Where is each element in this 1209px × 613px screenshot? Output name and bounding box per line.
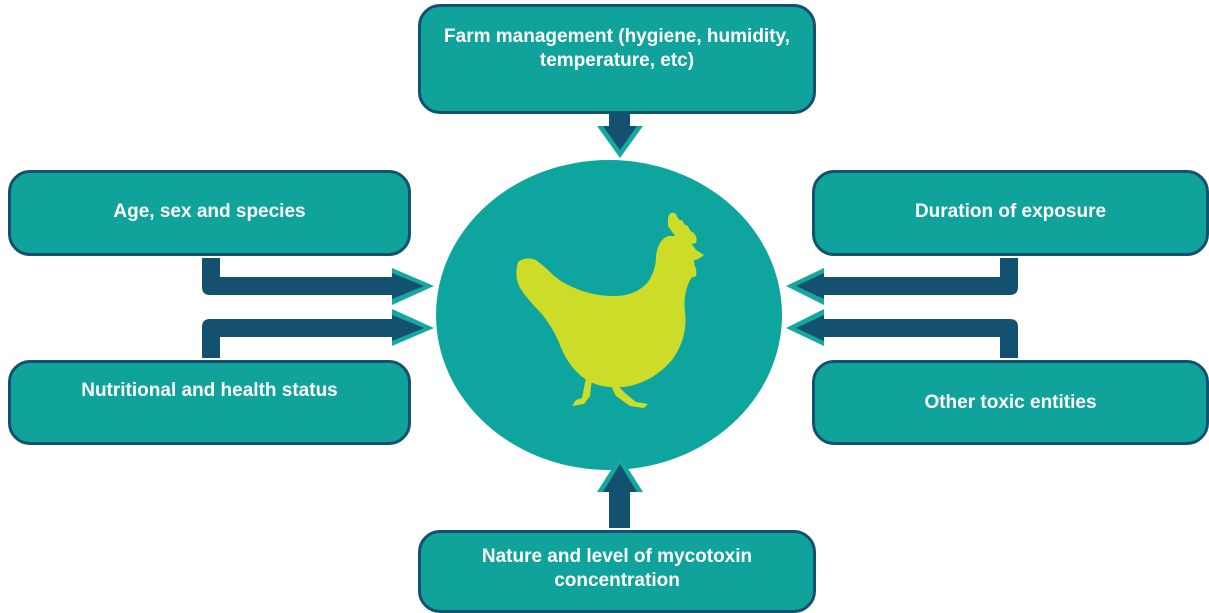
arrow-bottom [597, 456, 643, 528]
factor-box-age-sex-species: Age, sex and species [8, 170, 411, 256]
factor-label-mycotoxin: Nature and level of mycotoxin concentrat… [481, 546, 753, 591]
factor-label-farm-management: Farm management (hygiene, humidity, temp… [444, 26, 790, 71]
factor-label-nutritional-health: Nutritional and health status [81, 380, 338, 401]
factor-box-farm-management: Farm management (hygiene, humidity, temp… [418, 4, 816, 114]
factor-box-other-toxic: Other toxic entities [812, 360, 1209, 445]
arrow-lower-left [202, 309, 434, 358]
factor-label-age-sex-species: Age, sex and species [113, 201, 306, 222]
factor-box-nutritional-health: Nutritional and health status [8, 360, 411, 445]
arrow-upper-left [202, 258, 434, 305]
factor-box-duration-exposure: Duration of exposure [812, 170, 1209, 256]
factor-label-other-toxic: Other toxic entities [924, 391, 1097, 413]
factor-box-mycotoxin: Nature and level of mycotoxin concentrat… [418, 530, 816, 613]
factor-label-duration-exposure: Duration of exposure [914, 201, 1107, 222]
arrow-lower-right [786, 309, 1018, 358]
arrow-upper-right [786, 258, 1018, 305]
chicken-icon [516, 212, 704, 408]
